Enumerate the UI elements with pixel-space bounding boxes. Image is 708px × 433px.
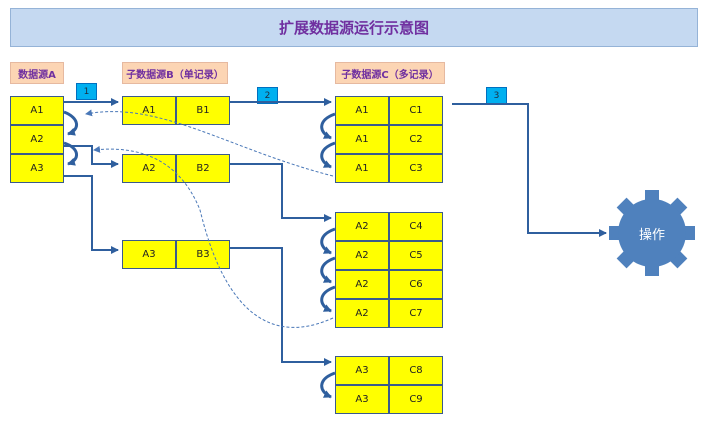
dashed-return-c7-a2 xyxy=(93,145,334,328)
diagram-title: 扩展数据源运行示意图 xyxy=(10,8,698,47)
loop-arrow-c xyxy=(320,141,336,169)
loop-arrow-c xyxy=(320,256,336,284)
table-c-cell: A1 xyxy=(335,96,389,125)
label-sub-c: 子数据源C（多记录） xyxy=(335,62,445,84)
step-badge-2: 2 xyxy=(257,87,278,104)
loop-arrow-c xyxy=(320,227,336,255)
table-c-cell: C2 xyxy=(389,125,443,154)
table-b-cell: A2 xyxy=(122,154,176,183)
dashed-return-c3-a1 xyxy=(85,109,334,177)
table-a-cell: A1 xyxy=(10,96,64,125)
arrow-b3-c xyxy=(230,247,332,366)
table-c-cell: C5 xyxy=(389,241,443,270)
arrow-c-operation xyxy=(452,103,607,237)
table-a-cell: A3 xyxy=(10,154,64,183)
table-c-cell: C7 xyxy=(389,299,443,328)
arrow-a3-b3 xyxy=(64,175,119,254)
table-c-cell: A2 xyxy=(335,241,389,270)
loop-arrow-c xyxy=(320,112,336,140)
table-c-cell: A3 xyxy=(335,356,389,385)
step-badge-1: 1 xyxy=(76,83,97,100)
table-b-cell: B2 xyxy=(176,154,230,183)
table-b-cell: A3 xyxy=(122,240,176,269)
gear-icon xyxy=(609,190,695,276)
table-b-cell: B3 xyxy=(176,240,230,269)
table-c-cell: A2 xyxy=(335,270,389,299)
table-c-cell: C1 xyxy=(389,96,443,125)
table-c-cell: A2 xyxy=(335,212,389,241)
table-c-cell: A3 xyxy=(335,385,389,414)
arrow-b2-c xyxy=(230,163,332,222)
table-c-cell: A2 xyxy=(335,299,389,328)
table-c-cell: A1 xyxy=(335,125,389,154)
table-c-cell: C6 xyxy=(389,270,443,299)
table-c-cell: A1 xyxy=(335,154,389,183)
label-source-a: 数据源A xyxy=(10,62,64,84)
loop-arrow-a xyxy=(63,141,78,166)
arrow-a2-b2 xyxy=(64,145,119,168)
table-c-cell: C9 xyxy=(389,385,443,414)
label-sub-b: 子数据源B（单记录） xyxy=(122,62,228,84)
loop-arrow-a xyxy=(63,110,78,136)
table-c-cell: C8 xyxy=(389,356,443,385)
table-c-cell: C4 xyxy=(389,212,443,241)
loop-arrow-c xyxy=(320,285,336,313)
table-b-cell: B1 xyxy=(176,96,230,125)
loop-arrow-c xyxy=(320,371,336,399)
table-a-cell: A2 xyxy=(10,125,64,154)
operation-label: 操作 xyxy=(638,227,665,243)
table-c-cell: C3 xyxy=(389,154,443,183)
